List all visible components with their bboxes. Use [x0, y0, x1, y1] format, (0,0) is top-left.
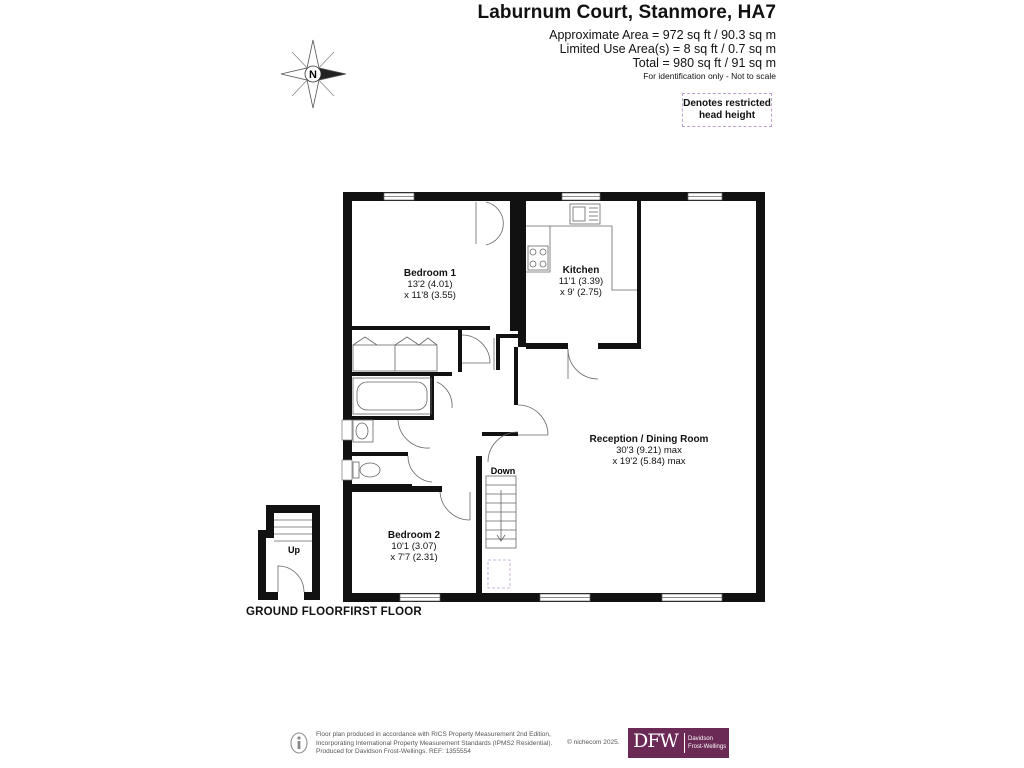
room-dim-1: 10'1 (3.07): [391, 541, 437, 552]
toilet-icon: [352, 461, 360, 479]
room-dim-2: x 7'7 (2.31): [390, 552, 438, 563]
plan-title: Laburnum Court, Stanmore, HA7: [477, 2, 776, 23]
logo-line-2: Frost-Wellings: [688, 744, 727, 750]
stairs-up-label: Up: [288, 545, 300, 555]
room-bedroom-1: Bedroom 1 13'2 (4.01) x 11'8 (3.55): [404, 268, 456, 301]
compass-north-letter: N: [309, 69, 317, 81]
rics-info-icon: [290, 732, 308, 754]
footer-line-3: Produced for Davidson Frost-Wellings. RE…: [316, 748, 471, 755]
bath-icon: [352, 377, 432, 415]
stairs-down-label: Down: [491, 466, 516, 476]
legend-line-1: Denotes restricted: [683, 98, 771, 109]
approximate-area: Approximate Area = 972 sq ft / 90.3 sq m: [549, 28, 776, 42]
total-area: Total = 980 sq ft / 91 sq m: [632, 56, 776, 70]
logo-monogram: DFW: [633, 730, 679, 752]
room-name: Bedroom 1: [403, 268, 457, 279]
room-dim-2: x 11'8 (3.55): [404, 290, 456, 301]
room-dim-2: x 19'2 (5.84) max: [612, 456, 686, 467]
footer-notes: Floor plan produced in accordance with R…: [316, 731, 552, 757]
room-kitchen: Kitchen 11'1 (3.39) x 9' (2.75): [559, 265, 603, 298]
first-floor-label: FIRST FLOOR: [343, 606, 422, 618]
ground-floor-label: GROUND FLOOR: [246, 606, 343, 618]
footer-copyright: © nichecom 2025.: [567, 739, 620, 746]
compass-icon: [280, 39, 347, 109]
fixtures: [352, 201, 637, 589]
basin-icon: [352, 419, 374, 443]
hob-icon: [527, 245, 549, 271]
agency-logo: DFW Davidson Frost-Wellings: [628, 728, 729, 758]
restricted-height-legend: Denotes restricted head height: [682, 93, 772, 127]
room-name: Kitchen: [562, 265, 600, 276]
room-dim-1: 11'1 (3.39): [558, 276, 604, 287]
room-dim-2: x 9' (2.75): [560, 287, 602, 298]
room-name: Reception / Dining Room: [589, 434, 709, 445]
room-dim-1: 30'3 (9.21) max: [616, 445, 682, 456]
logo-line-1: Davidson: [688, 736, 714, 742]
room-bedroom-2: Bedroom 2 10'1 (3.07) x 7'7 (2.31): [388, 530, 440, 563]
windows: [383, 192, 723, 602]
footer-line-2: Incorporating International Property Mea…: [316, 739, 553, 747]
limited-use-area: Limited Use Area(s) = 8 sq ft / 0.7 sq m: [559, 42, 776, 56]
footer-line-1: Floor plan produced in accordance with R…: [316, 731, 551, 738]
logo-divider: [684, 733, 685, 753]
ground-floor-plan: [258, 505, 320, 600]
sink-icon: [569, 203, 601, 225]
legend-line-2: head height: [698, 110, 756, 121]
room-reception-dining: Reception / Dining Room 30'3 (9.21) max …: [590, 434, 709, 467]
scale-note: For identification only - Not to scale: [643, 71, 776, 81]
room-name: Bedroom 2: [387, 530, 441, 541]
room-dim-1: 13'2 (4.01): [407, 279, 453, 290]
